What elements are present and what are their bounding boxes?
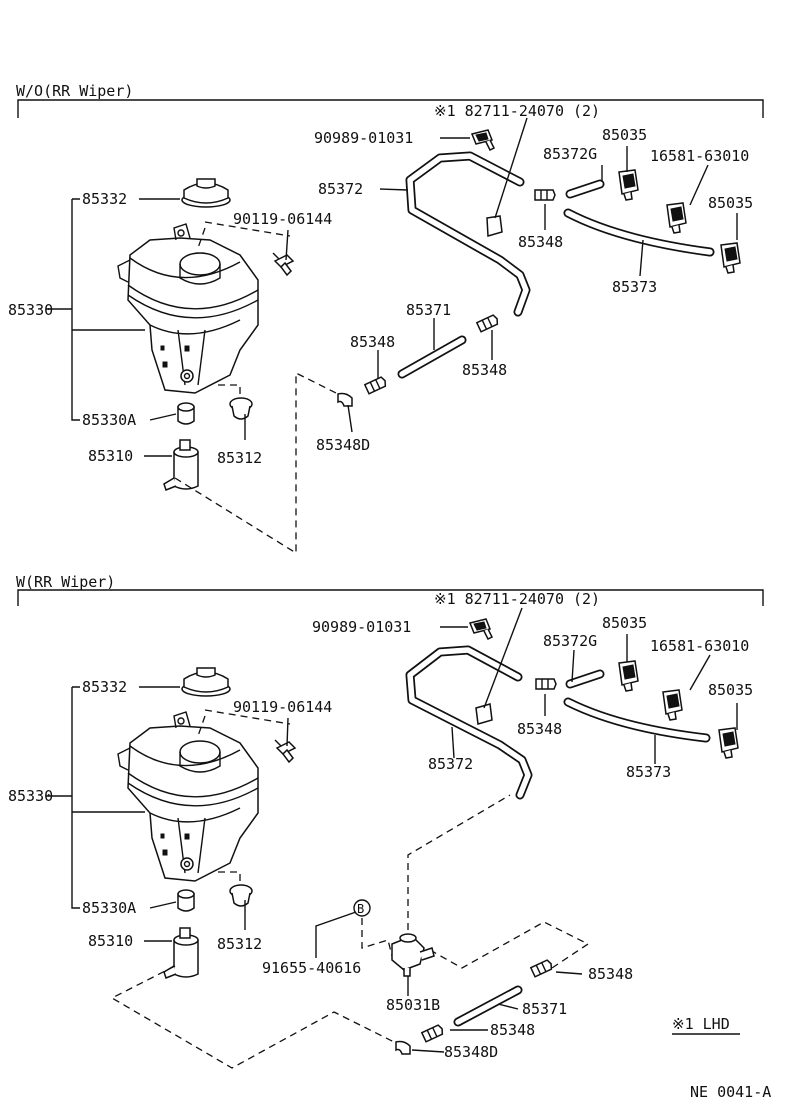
pump-motor-top xyxy=(163,439,199,491)
label-bolt-top: 90119-06144 xyxy=(233,210,332,228)
label-cap-top: 85332 xyxy=(82,190,127,208)
check-valve-bottom xyxy=(662,689,683,721)
label-joint-b-top: 85348 xyxy=(462,361,507,379)
label-tank-top: 85330 xyxy=(8,301,53,319)
clip-top xyxy=(471,129,495,151)
label-joint-c-top: 85348 xyxy=(350,333,395,351)
label-bolt-bottom: 90119-06144 xyxy=(233,698,332,716)
label-tank-bottom: 85330 xyxy=(8,787,53,805)
nozzle-b-top xyxy=(720,242,741,274)
label-hose-371-top: 85371 xyxy=(406,301,451,319)
label-clip-top: 90989-01031 xyxy=(314,129,413,147)
label-check-valve-bottom: 16581-63010 xyxy=(650,637,749,655)
section-heading-bottom: W(RR Wiper) xyxy=(16,573,115,591)
section-bracket-bottom xyxy=(17,589,764,606)
label-hose-main-bottom: 85372 xyxy=(428,755,473,773)
label-valve-bottom: 85031B xyxy=(386,996,440,1014)
joint-a-bottom xyxy=(535,678,557,690)
label-motor-bottom: 85310 xyxy=(88,932,133,950)
label-hose-373-top: 85373 xyxy=(612,278,657,296)
circle-ref-b xyxy=(353,899,371,917)
section-bottom: W(RR Wiper) xyxy=(8,573,764,1069)
label-hose-373-bottom: 85373 xyxy=(626,763,671,781)
label-joint-a-bottom: 85348 xyxy=(517,720,562,738)
washer-tank-top xyxy=(117,223,259,394)
strainer-bottom xyxy=(177,889,195,912)
label-grommet-b-bottom: 91655-40616 xyxy=(262,959,361,977)
check-valve-top xyxy=(666,202,687,234)
label-grommet-top: 85312 xyxy=(217,449,262,467)
joint-d-bottom xyxy=(395,1040,411,1055)
grommet-top xyxy=(229,397,253,420)
label-hose-main-top: 85372 xyxy=(318,180,363,198)
pump-motor-bottom xyxy=(163,927,199,979)
label-joint-b-bottom: 85348 xyxy=(588,965,633,983)
section-heading-top: W/O(RR Wiper) xyxy=(16,82,133,100)
label-note-part-top: ※1 82711-24070 (2) xyxy=(434,102,600,120)
clip-bottom xyxy=(469,618,493,640)
tank-cap-top xyxy=(181,178,231,208)
label-strainer-bottom: 85330A xyxy=(82,899,136,917)
valve-bottom xyxy=(391,933,435,977)
section-top: W/O(RR Wiper) xyxy=(8,82,764,555)
figure-code: NE 0041-A xyxy=(690,1083,771,1101)
label-hose-g-bottom: 85372G xyxy=(543,632,597,650)
joint-b-bottom xyxy=(530,958,554,978)
bolt-top xyxy=(272,252,294,276)
grommet-bottom xyxy=(229,884,253,907)
tank-cap-bottom xyxy=(181,667,231,697)
bolt-bottom xyxy=(274,739,296,763)
label-joint-a-top: 85348 xyxy=(518,233,563,251)
joint-c-bottom xyxy=(421,1023,445,1043)
joint-d-top xyxy=(337,392,353,407)
joint-c-top xyxy=(364,375,388,395)
nozzle-a-top xyxy=(618,169,639,201)
label-hose-371-bottom: 85371 xyxy=(522,1000,567,1018)
label-check-valve-top: 16581-63010 xyxy=(650,147,749,165)
label-hose-g-top: 85372G xyxy=(543,145,597,163)
nozzle-b-bottom xyxy=(718,727,739,759)
label-nozzle-a-bottom: 85035 xyxy=(602,614,647,632)
strainer-top xyxy=(177,402,195,425)
label-cap-bottom: 85332 xyxy=(82,678,127,696)
footnote: ※1 LHD xyxy=(672,1015,730,1033)
label-nozzle-a-top: 85035 xyxy=(602,126,647,144)
joint-a-top xyxy=(534,189,556,201)
label-grommet-bottom: 85312 xyxy=(217,935,262,953)
label-nozzle-b-top: 85035 xyxy=(708,194,753,212)
section-bracket-top xyxy=(17,99,764,118)
label-nozzle-b-bottom: 85035 xyxy=(708,681,753,699)
label-joint-d-top: 85348D xyxy=(316,436,370,454)
washer-tank-bottom xyxy=(117,711,259,882)
label-clip-bottom: 90989-01031 xyxy=(312,618,411,636)
label-motor-top: 85310 xyxy=(88,447,133,465)
joint-b-top xyxy=(476,313,500,333)
label-joint-c-bottom: 85348 xyxy=(490,1021,535,1039)
label-note-part-bottom: ※1 82711-24070 (2) xyxy=(434,590,600,608)
label-joint-d-bottom: 85348D xyxy=(444,1043,498,1061)
note-clip-top xyxy=(486,215,503,237)
label-strainer-top: 85330A xyxy=(82,411,136,429)
nozzle-a-bottom xyxy=(618,660,639,692)
label-circle-ref-bottom: B xyxy=(357,902,364,916)
